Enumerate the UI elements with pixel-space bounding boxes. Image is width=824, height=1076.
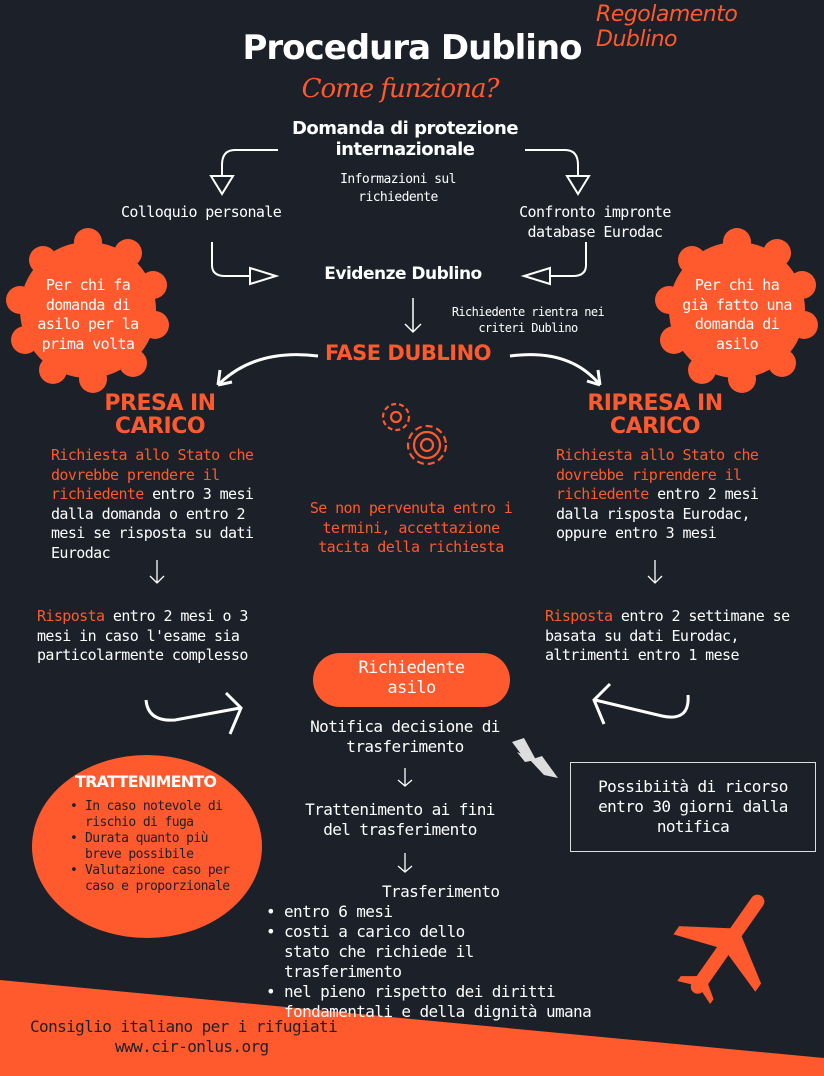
ripresa-request-highlight: Richiesta allo Stato che dovrebbe ripren… bbox=[556, 446, 759, 503]
presa-response-rest: entro 2 mesi o 3 mesi in caso l'esame si… bbox=[37, 607, 248, 664]
detention-item: •In caso notevole di rischio di fuga bbox=[70, 799, 223, 830]
flow-start: Domanda di protezione internazionale bbox=[291, 118, 519, 160]
ripresa-response-highlight: Risposta bbox=[545, 607, 613, 625]
applicant-pill: Richiedente asilo bbox=[313, 653, 510, 707]
arrow-icon bbox=[565, 175, 591, 196]
arrow-icon bbox=[209, 175, 235, 196]
page-subtitle: Come funziona? bbox=[301, 74, 500, 104]
arrow-icon bbox=[647, 560, 663, 584]
arrow-icon bbox=[509, 353, 602, 387]
badge-right: Per chi ha già fatto una domanda di asil… bbox=[682, 276, 792, 353]
detention-item: •Durata quanto più breve possibile bbox=[70, 831, 208, 862]
flow-right-step: Confronto impronte database Eurodac bbox=[519, 203, 671, 241]
flow-evidence: Evidenze Dublino bbox=[324, 264, 482, 284]
transfer-list: •entro 6 mesi •costi a carico dello stat… bbox=[264, 902, 634, 1022]
arrow-icon bbox=[397, 853, 413, 873]
center-note: Se non pervenuta entro i termini, accett… bbox=[309, 499, 513, 556]
gears-icon bbox=[381, 402, 448, 466]
notification-step: Notifica decisione di trasferimento bbox=[310, 717, 500, 756]
arrow-icon bbox=[149, 560, 165, 584]
transfer-title: Trasferimento bbox=[382, 882, 500, 901]
arrow-icon bbox=[592, 682, 690, 725]
detention-item: •Valutazione caso per caso e proporziona… bbox=[70, 863, 230, 894]
presa-request-rest: entro 3 mesi dalla domanda o entro 2 mes… bbox=[51, 485, 254, 562]
presa-response-highlight: Risposta bbox=[37, 607, 105, 625]
arrow-icon bbox=[550, 242, 587, 277]
chevron-double-icon bbox=[512, 738, 558, 778]
presa-request: Richiesta allo Stato che dovrebbe prende… bbox=[51, 446, 286, 563]
ripresa-request-rest: entro 2 mesi dalla risposta Eurodac, opp… bbox=[556, 485, 759, 542]
page-title: Procedura Dublino bbox=[242, 28, 583, 68]
presa-response: Risposta entro 2 mesi o 3 mesi in caso l… bbox=[37, 607, 282, 666]
arrow-icon bbox=[221, 149, 278, 176]
flow-left-step: Colloquio personale bbox=[121, 203, 282, 221]
detention-circle bbox=[32, 755, 262, 938]
phase-title: FASE DUBLINO bbox=[324, 341, 492, 365]
header-tag: Regolamento Dublino bbox=[596, 2, 738, 52]
arrow-icon bbox=[216, 353, 319, 387]
footer-org: Consiglio italiano per i rifugiati bbox=[30, 1017, 338, 1036]
footer-url[interactable]: www.cir-onlus.org bbox=[115, 1037, 269, 1056]
transfer-item: •entro 6 mesi bbox=[266, 902, 393, 921]
arrow-icon bbox=[525, 149, 579, 176]
ripresa-title: RIPRESA IN CARICO bbox=[587, 391, 723, 439]
arrow-icon bbox=[144, 691, 243, 735]
detention-step: Trattenimento ai fini del trasferimento bbox=[305, 800, 495, 839]
arrow-icon bbox=[249, 266, 280, 286]
appeal-box: Possibiità di ricorso entro 30 giorni da… bbox=[570, 762, 816, 852]
arrow-icon bbox=[520, 266, 551, 286]
flow-criteria: Richiedente rientra nei criteri Dublino bbox=[451, 305, 605, 335]
badge-right-shape bbox=[655, 228, 818, 393]
badge-left: Per chi fa domanda di asilo per la prima… bbox=[37, 276, 139, 353]
detention-title: TRATTENIMENTO bbox=[75, 772, 217, 791]
arrow-icon bbox=[404, 298, 422, 334]
ripresa-request: Richiesta allo Stato che dovrebbe ripren… bbox=[556, 446, 791, 544]
arrow-icon bbox=[211, 242, 250, 277]
ripresa-response-rest: entro 2 settimane se basata su dati Euro… bbox=[545, 607, 790, 664]
flow-arrows-top bbox=[209, 149, 602, 387]
detention-list: •In caso notevole di rischio di fuga •Du… bbox=[68, 799, 248, 895]
badge-left-shape bbox=[6, 228, 169, 393]
transfer-item: •nel pieno rispetto dei diritti fondamen… bbox=[266, 982, 592, 1021]
arrow-icon bbox=[397, 768, 413, 787]
airplane-icon bbox=[673, 894, 765, 1004]
presa-request-highlight: Richiesta allo Stato che dovrebbe prende… bbox=[51, 446, 254, 503]
presa-title: PRESA IN CARICO bbox=[104, 391, 216, 439]
transfer-item: •costi a carico dello stato che richiede… bbox=[266, 922, 474, 981]
ripresa-response: Risposta entro 2 settimane se basata su … bbox=[545, 607, 824, 666]
flow-info: Informazioni sul richiedente bbox=[340, 172, 456, 205]
